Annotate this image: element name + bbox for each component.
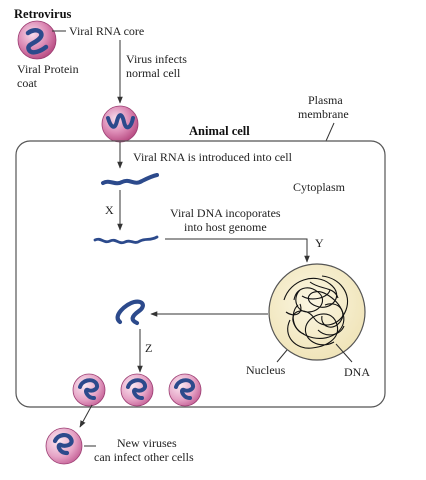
step-y-label: Y <box>315 236 324 250</box>
plasma-membrane-label: Plasma <box>308 93 343 107</box>
viral-rna-core <box>25 28 49 55</box>
virus-infects-label: Virus infects <box>126 52 187 66</box>
host-dna <box>283 275 348 349</box>
new-viruses-label-2: can infect other cells <box>94 450 194 464</box>
viral-rna-introduced-label: Viral RNA is introduced into cell <box>133 150 293 164</box>
new-viral-rna <box>115 299 145 326</box>
dna-label: DNA <box>344 365 370 379</box>
animal-cell-label: Animal cell <box>189 124 250 138</box>
step-z-label: Z <box>145 341 152 355</box>
viral-protein-coat-label: Viral Protein <box>17 62 79 76</box>
step-x-label: X <box>105 203 114 217</box>
viral-dna-incorporates-label: Viral DNA incoporates <box>170 206 281 220</box>
viral-dna-incorporates-label-2: into host genome <box>184 220 267 234</box>
host-nucleus <box>268 263 366 361</box>
virus-entering-cell <box>101 105 139 143</box>
new-virion-3 <box>168 373 202 407</box>
nucleus-label: Nucleus <box>246 363 286 377</box>
new-virion-1 <box>72 373 106 407</box>
viral-dna-strand <box>93 235 159 245</box>
virus-infects-label-2: normal cell <box>126 66 181 80</box>
animal-cell-membrane <box>15 140 386 408</box>
plasma-membrane-label-2: membrane <box>298 107 349 121</box>
new-virion-2 <box>120 373 154 407</box>
diagram-title: Retrovirus <box>14 7 72 21</box>
retrovirus-particle <box>17 20 57 60</box>
released-virus <box>45 427 83 465</box>
new-viruses-label: New viruses <box>117 436 177 450</box>
viral-rna-core-label: Viral RNA core <box>69 24 144 38</box>
cytoplasm-label: Cytoplasm <box>293 180 346 194</box>
viral-rna-strand <box>101 173 159 186</box>
viral-protein-coat-label-2: coat <box>17 76 38 90</box>
